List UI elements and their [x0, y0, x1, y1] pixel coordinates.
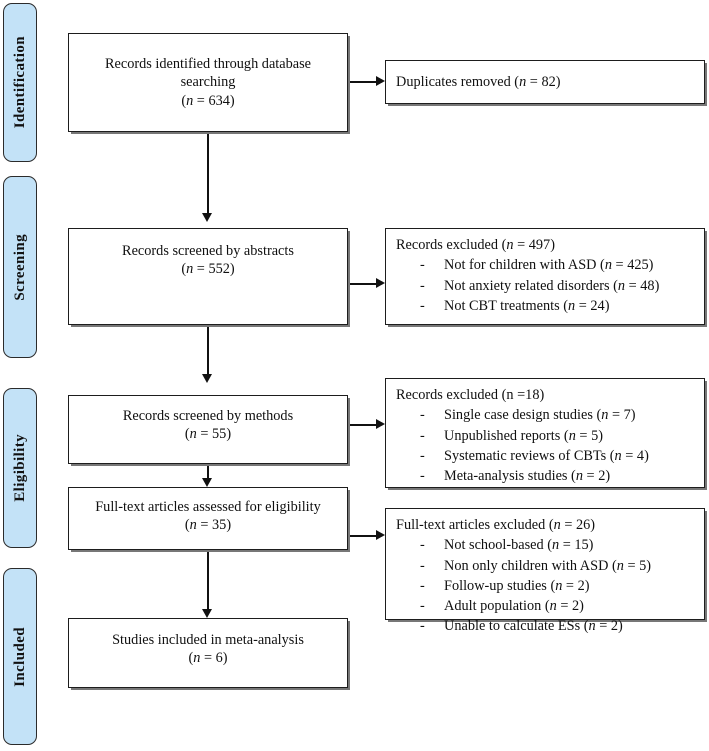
bullet-dash: - [420, 447, 425, 464]
box-records-excluded-methods: Records excluded (n =18) -Single case de… [385, 378, 705, 488]
bullet-dash: - [420, 618, 425, 635]
excl-heading: Records excluded (n =18) [396, 387, 545, 403]
bullet-dash: - [420, 537, 425, 554]
arrowhead-fulltext-to-excluded [376, 530, 385, 541]
arrowhead-fulltext-to-included [202, 609, 213, 618]
arrowhead-screened-to-excluded [376, 278, 385, 289]
connector-methods-to-fulltext [207, 464, 209, 480]
box-count: (n = 552) [181, 261, 235, 278]
connector-fulltext-to-included [207, 550, 209, 610]
box-line1: Records screened by abstracts [122, 243, 294, 259]
exclusion-reason-list: -Single case design studies (n = 7) -Unp… [396, 405, 696, 486]
list-item: -Follow-up studies (n = 2) [396, 576, 696, 596]
bullet-dash: - [420, 257, 425, 274]
list-item: -Not for children with ASD (n = 425) [396, 255, 696, 275]
box-records-excluded-abstracts: Records excluded (n = 497) -Not for chil… [385, 228, 705, 325]
connector-methods-to-excluded [348, 424, 377, 426]
list-item: -Adult population (n = 2) [396, 596, 696, 616]
list-item: -Not CBT treatments (n = 24) [396, 296, 696, 316]
list-item: -Not school-based (n = 15) [396, 535, 696, 555]
stage-pill-included: Included [3, 568, 37, 745]
connector-screened-to-excluded [348, 283, 377, 285]
bullet-dash: - [420, 598, 425, 615]
arrowhead-identified-to-duplicates [376, 76, 385, 87]
stage-pill-eligibility: Eligibility [3, 388, 37, 548]
list-item: -Single case design studies (n = 7) [396, 405, 696, 425]
list-item: -Non only children with ASD (n = 5) [396, 556, 696, 576]
box-count: (n = 634) [181, 92, 235, 109]
box-line2: searching [180, 74, 236, 91]
box-line1: Records screened by methods [122, 408, 294, 424]
connector-screened-to-methods [207, 325, 209, 375]
box-duplicates-removed-text: Duplicates removed (n = 82) [396, 73, 561, 91]
box-fulltext-excluded: Full-text articles excluded (n = 26) -No… [385, 508, 705, 634]
list-item: -Not anxiety related disorders (n = 48) [396, 276, 696, 296]
list-item: -Unpublished reports (n = 5) [396, 426, 696, 446]
stage-label-included: Included [11, 626, 28, 687]
box-records-excluded-abstracts-text: Records excluded (n = 497) -Not for chil… [396, 236, 696, 316]
list-item: -Meta-analysis studies (n = 2) [396, 466, 696, 486]
box-count: (n = 55) [184, 426, 232, 443]
box-records-screened-methods-text: Records screened by methods (n = 55) [69, 396, 347, 444]
box-line1: Records identified through database [104, 56, 312, 73]
bullet-dash: - [420, 468, 425, 485]
box-studies-included-text: Studies included in meta-analysis (n = 6… [69, 619, 347, 668]
box-records-screened-abstracts: Records screened by abstracts (n = 552) [68, 228, 348, 325]
bullet-dash: - [420, 297, 425, 314]
connector-identified-to-duplicates [348, 81, 377, 83]
arrowhead-methods-to-excluded [376, 419, 385, 430]
stage-label-screening: Screening [11, 233, 28, 301]
box-count: (n = 35) [184, 517, 232, 534]
box-records-screened-methods: Records screened by methods (n = 55) [68, 395, 348, 464]
bullet-dash: - [420, 277, 425, 294]
arrowhead-screened-to-methods [202, 374, 213, 383]
box-line1: Full-text articles assessed for eligibil… [95, 499, 321, 515]
connector-fulltext-to-excluded [348, 535, 377, 537]
connector-identified-to-screened [207, 132, 209, 214]
bullet-dash: - [420, 407, 425, 424]
stage-pill-identification: Identification [3, 3, 37, 162]
box-records-screened-abstracts-text: Records screened by abstracts (n = 552) [69, 229, 347, 279]
list-item: -Unable to calculate ESs (n = 2) [396, 616, 696, 636]
exclusion-reason-list: -Not school-based (n = 15) -Non only chi… [396, 535, 696, 636]
bullet-dash: - [420, 577, 425, 594]
arrowhead-methods-to-fulltext [202, 478, 213, 487]
stage-label-identification: Identification [11, 36, 28, 129]
box-duplicates-removed: Duplicates removed (n = 82) [385, 60, 705, 104]
excl-heading: Duplicates removed (n = 82) [396, 73, 561, 90]
box-fulltext-excluded-text: Full-text articles excluded (n = 26) -No… [396, 516, 696, 637]
box-fulltext-assessed: Full-text articles assessed for eligibil… [68, 487, 348, 550]
stage-label-eligibility: Eligibility [11, 434, 28, 502]
box-fulltext-assessed-text: Full-text articles assessed for eligibil… [69, 488, 347, 535]
bullet-dash: - [420, 427, 425, 444]
list-item: -Systematic reviews of CBTs (n = 4) [396, 446, 696, 466]
box-studies-included: Studies included in meta-analysis (n = 6… [68, 618, 348, 688]
excl-heading: Full-text articles excluded (n = 26) [396, 517, 596, 533]
box-records-identified: Records identified through database sear… [68, 33, 348, 132]
arrowhead-identified-to-screened [202, 213, 213, 222]
box-records-excluded-methods-text: Records excluded (n =18) -Single case de… [396, 386, 696, 486]
box-count: (n = 6) [188, 650, 228, 667]
excl-heading: Records excluded (n = 497) [396, 237, 555, 253]
exclusion-reason-list: -Not for children with ASD (n = 425) -No… [396, 255, 696, 316]
box-records-identified-text: Records identified through database sear… [77, 55, 339, 110]
stage-pill-screening: Screening [3, 176, 37, 358]
bullet-dash: - [420, 557, 425, 574]
box-line1: Studies included in meta-analysis [112, 632, 304, 648]
